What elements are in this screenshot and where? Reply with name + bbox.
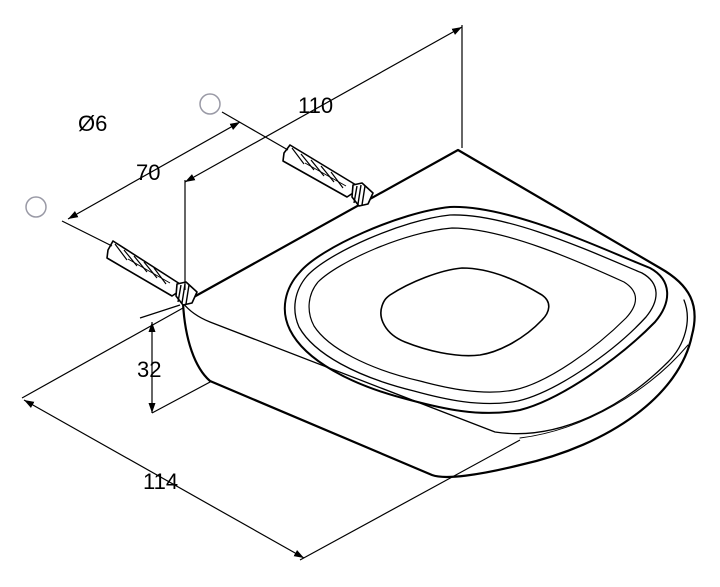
dimension-label-114: 114 [143, 469, 178, 494]
dim-line-110 [184, 26, 463, 183]
callout-circle-left [25, 196, 47, 218]
dish-outer-outline [181, 148, 696, 479]
screw-head [175, 281, 198, 306]
ext-line-114-right [299, 439, 521, 561]
soap-dish-body [181, 148, 696, 479]
dimension-label-110: 110 [298, 93, 333, 118]
dimension-label-70: 70 [136, 160, 160, 185]
dimension-lines [21, 25, 521, 561]
ext-line-70-left [61, 220, 113, 247]
diameter-label: Ø6 [78, 111, 107, 136]
soap-tray-recess [283, 205, 669, 414]
tray-inner-rim [294, 214, 657, 405]
tray-floor-edge [308, 227, 637, 393]
ext-line-32-top [139, 304, 181, 319]
tray-center-pad [380, 267, 550, 357]
dish-top-front-edge [182, 299, 688, 435]
dimension-label-32: 32 [137, 357, 161, 382]
callout-circle-right [199, 93, 221, 115]
ext-line-114-left [21, 307, 184, 399]
dim-line-114 [23, 399, 305, 559]
wall-plug-left [106, 240, 198, 306]
screw-head [351, 182, 374, 207]
ext-line-32-bottom [151, 380, 213, 414]
tray-outer-rim [283, 205, 669, 414]
ext-line-70-right [221, 111, 289, 151]
dish-front-highlight [519, 344, 689, 439]
wall-plug-right [282, 144, 374, 207]
